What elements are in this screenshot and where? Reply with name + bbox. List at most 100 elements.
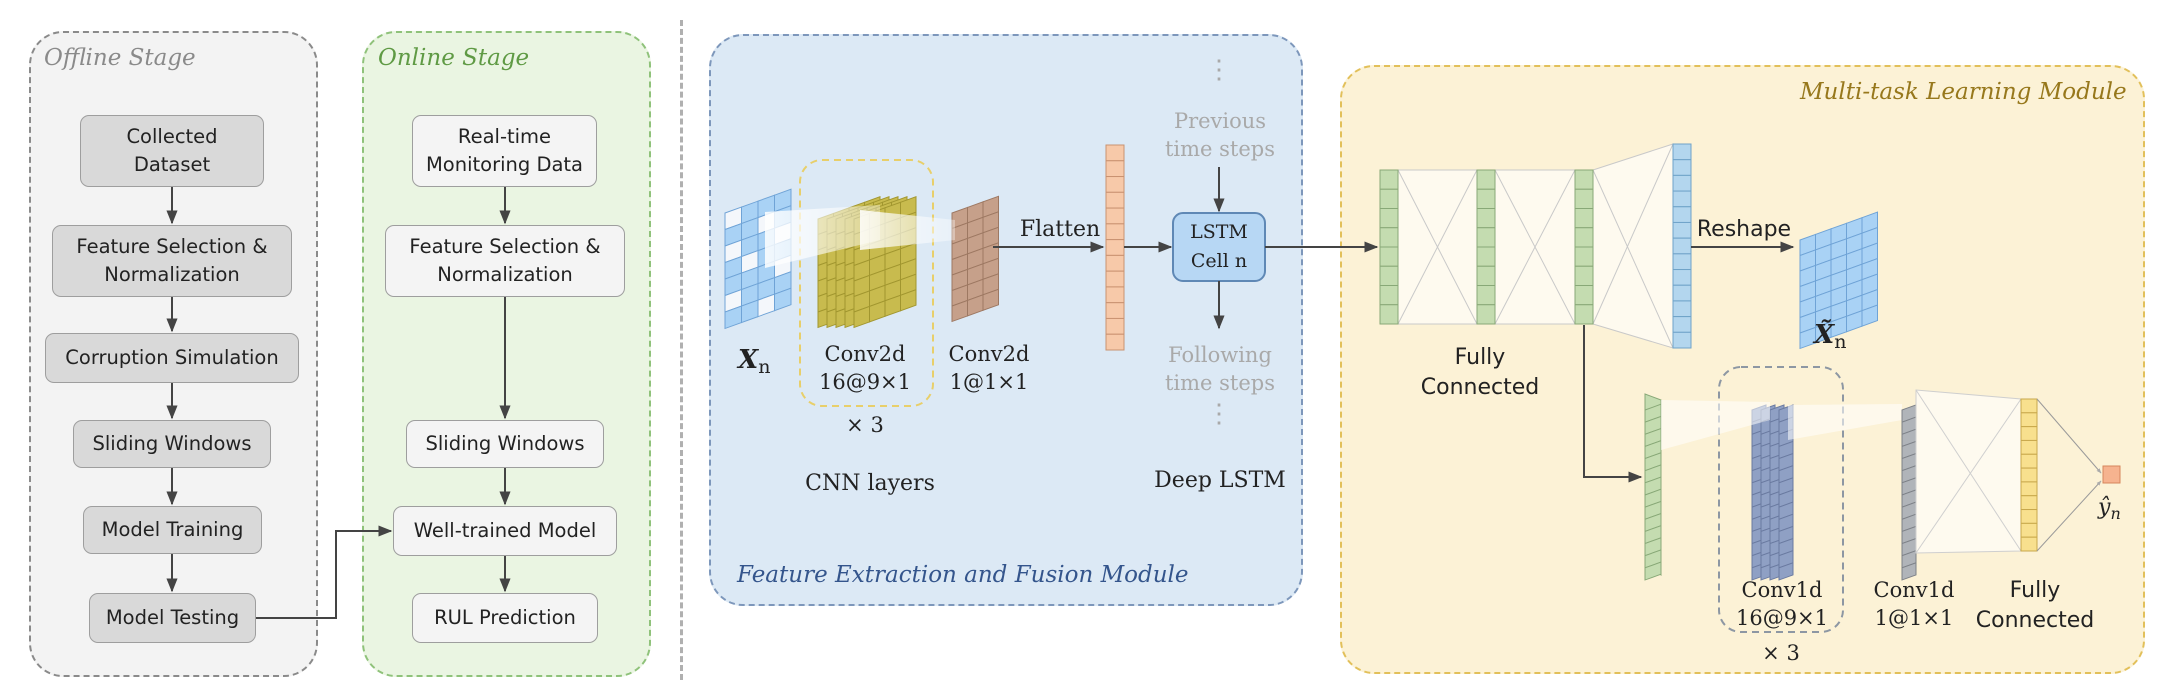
- fc-layer-3-cell: [1574, 246, 1594, 267]
- flatten-vector-cell: [1105, 270, 1125, 288]
- flatten-vector-cell: [1105, 317, 1125, 335]
- stage-separator: [680, 20, 683, 680]
- offline-feature-selection-box: Feature Selection & Normalization: [52, 225, 292, 297]
- fc-output-layer-cell: [1672, 316, 1692, 333]
- reshape-label: Reshape: [1696, 217, 1792, 242]
- fc-output-layer-cell: [1672, 206, 1692, 223]
- fc-layer-1-cell: [1379, 265, 1399, 286]
- conv1d-repeat-label: × 3: [1762, 641, 1800, 665]
- fc-layer-1-cell: [1379, 188, 1399, 209]
- feature-extraction-panel: [709, 34, 1303, 606]
- fc-output-layer-cell: [1672, 159, 1692, 176]
- fully-connected-top-network: [1379, 143, 1692, 349]
- output-grid-cell: [1861, 304, 1878, 327]
- fc-output-layer-cell: [1672, 174, 1692, 192]
- fc-layer-1-cell: [1379, 227, 1399, 248]
- conv1d-fc-connection: [1915, 398, 2022, 554]
- conv1d-fc-cell: [2020, 453, 2038, 469]
- following-steps-label: Following time steps: [1164, 343, 1276, 395]
- offline-flow-arrows: [166, 187, 393, 619]
- conv-to-conv-beam: [860, 210, 955, 250]
- fc-layer-2-cell: [1476, 265, 1496, 286]
- rul-edge: [2036, 398, 2102, 474]
- flatten-vector-cell: [1105, 160, 1125, 178]
- conv2d-1-feature-map: [951, 195, 999, 323]
- fc-connection: [1397, 169, 1478, 325]
- multitask-module-title: Multi-task Learning Module: [1800, 79, 2127, 105]
- fc-layer-3-cell: [1574, 265, 1594, 286]
- fc-layer-2-cell: [1476, 169, 1496, 190]
- conv2d-16-label: Conv2d 16@9×1: [818, 342, 912, 394]
- fc-connection-area: [1592, 143, 1674, 349]
- input-grid-cell: [774, 287, 792, 312]
- fc-layer-3-cell: [1574, 285, 1594, 306]
- reconstructed-output-grid: [1799, 211, 1878, 350]
- fc-layer-1-cell: [1379, 304, 1399, 325]
- conv1d-input-column-cells: [1644, 403, 1662, 581]
- fc-output-layer-cell: [1672, 237, 1692, 255]
- flatten-vector-cell: [1105, 191, 1125, 209]
- fc-output-layer-cell: [1672, 143, 1692, 161]
- conv1d-16-cell: [1778, 562, 1794, 581]
- fc-output-layer-cell: [1672, 331, 1692, 349]
- conv2d-1-cell: [982, 288, 999, 312]
- conv1d-beam: [1788, 404, 1902, 440]
- conv1d-fc-cell: [2020, 481, 2038, 497]
- flatten-vector-cell: [1105, 302, 1125, 319]
- flatten-vector-cell: [1105, 254, 1125, 272]
- conv1d-fc-cell: [2020, 509, 2038, 524]
- conv1d-fc-cell: [2020, 536, 2038, 552]
- fc-layer-2-cell: [1476, 304, 1496, 325]
- online-feature-selection-box: Feature Selection & Normalization: [385, 225, 625, 297]
- online-stage-title: Online Stage: [378, 45, 530, 71]
- conv1d-beam: [1661, 400, 1770, 450]
- fc-layer-1-cell: [1379, 285, 1399, 306]
- fc-layer-2-cell: [1476, 188, 1496, 209]
- input-label: Xn: [738, 345, 771, 378]
- fully-connected-bottom-label: Fully Connected: [1975, 578, 2095, 633]
- fc-layer-2-cell: [1476, 208, 1496, 229]
- online-sliding-windows-box: Sliding Windows: [406, 420, 604, 468]
- conv2d-1-label: Conv2d 1@1×1: [948, 342, 1030, 394]
- fully-connected-top-label: Fully Connected: [1420, 345, 1540, 400]
- model-testing-box: Model Testing: [89, 593, 256, 643]
- flatten-vector-cell: [1105, 144, 1125, 162]
- conv1d-fc-cell: [2020, 439, 2038, 455]
- rul-prediction-box: RUL Prediction: [412, 593, 598, 643]
- corruption-simulation-box: Corruption Simulation: [45, 333, 299, 383]
- conv1d-fc-cell: [2020, 398, 2038, 414]
- fc-output-layer-cell: [1672, 253, 1692, 271]
- fc-connection: [1592, 169, 1674, 349]
- fc-layer-2-cell: [1476, 285, 1496, 306]
- fc-layer-1-cell: [1379, 208, 1399, 229]
- conv1d-16-layer: [1778, 404, 1794, 581]
- fc-layer-3-cell: [1574, 227, 1594, 248]
- conv1d-fc-cell: [2020, 426, 2038, 441]
- flatten-label: Flatten: [1019, 217, 1101, 242]
- cnn-layers-label: CNN layers: [805, 471, 935, 496]
- conv2d-layer-cell: [900, 288, 917, 312]
- offline-stage-title: Offline Stage: [44, 45, 196, 71]
- fc-output-layer-cell: [1672, 221, 1692, 239]
- well-trained-model-box: Well-trained Model: [393, 506, 617, 556]
- feature-module-title: Feature Extraction and Fusion Module: [737, 562, 1189, 588]
- rul-output-node: [2102, 465, 2121, 484]
- fc-output-layer-cell: [1672, 269, 1692, 286]
- fc-layer-3-cell: [1574, 304, 1594, 325]
- conv1d-fc-connection: [1915, 389, 2022, 552]
- flatten-vector-cell: [1105, 176, 1125, 193]
- fc-layer-3-cell: [1574, 169, 1594, 190]
- fc-layer-3-cell: [1574, 208, 1594, 229]
- conv1d-input-cell: [1644, 561, 1662, 581]
- flatten-vector-cell: [1105, 286, 1125, 304]
- fc-layer-1-cell: [1379, 169, 1399, 190]
- conv1d-fc-cell: [2020, 412, 2038, 428]
- branch-arrow: [1583, 325, 1643, 483]
- fc-layer-2-cell: [1476, 246, 1496, 267]
- lstm-cell-label: LSTM Cell n: [1190, 221, 1248, 272]
- lstm-bottom-dots: ⋮: [1206, 399, 1232, 429]
- multitask-learning-panel: [1340, 65, 2145, 674]
- collected-dataset-box: Collected Dataset: [80, 115, 264, 187]
- previous-steps-label: Previous time steps: [1164, 109, 1276, 161]
